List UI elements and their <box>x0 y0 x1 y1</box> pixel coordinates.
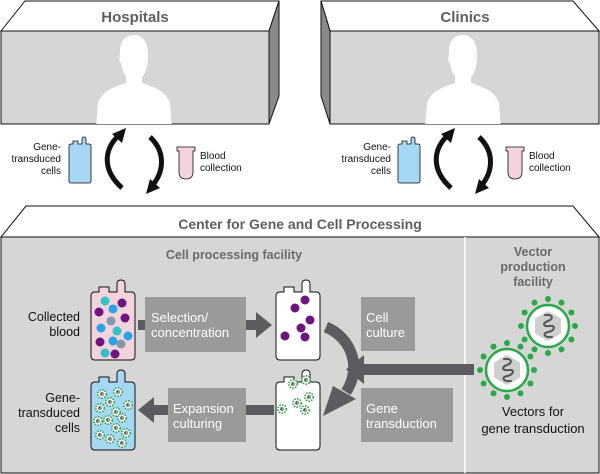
gene-transduced-cells-label-line3: cells <box>55 421 80 435</box>
blood-collection-label-line1: Blood <box>529 151 555 162</box>
gene-transduced-bottle-icon <box>90 369 136 451</box>
collected-blood-label-line2: blood <box>49 325 80 339</box>
blood-collection-label-line2: collection <box>529 163 571 174</box>
selection-label-line1: Selection/ <box>151 310 208 325</box>
cultured-cells-bottle-icon <box>275 279 321 361</box>
cycle-arrow-up-icon <box>433 134 453 190</box>
gene-transduced-label-line2: transduced <box>12 154 61 165</box>
collected-blood-label-line1: Collected <box>28 310 80 324</box>
blood-collection-label-line1: Blood <box>200 151 226 162</box>
selection-label-line2: concentration <box>151 325 229 340</box>
cell-culture-box: Cell culture <box>361 297 415 351</box>
gene-transduced-label-line1: Gene- <box>33 142 61 153</box>
hospitals-title: Hospitals <box>101 9 169 26</box>
culture-to-transduction-arrow-icon <box>323 321 360 416</box>
expansion-label-line2: culturing <box>173 416 222 431</box>
clinic-cycle: Gene- transduced cells Blood collection <box>342 128 571 194</box>
gene-transduction-box: Gene transduction <box>361 388 453 442</box>
vectors-label-line1: Vectors for <box>502 404 565 419</box>
transduced-cells-bottle-icon <box>275 369 321 451</box>
vector-facility-title-line2: production <box>500 260 565 274</box>
vectors-label-line2: gene transduction <box>481 421 584 436</box>
vector-facility-title-line3: facility <box>513 275 553 289</box>
gene-transduction-label-line1: Gene <box>366 401 398 416</box>
collected-blood-bottle-icon <box>90 279 136 361</box>
gene-transduced-cells-label-line2: transduced <box>18 406 80 420</box>
blood-tube-icon <box>505 146 525 180</box>
selection-concentration-box: Selection/ concentration <box>145 297 246 352</box>
cell-facility-title: Cell processing facility <box>166 248 302 262</box>
blood-tube-icon <box>176 146 196 180</box>
expansion-culturing-box: Expansion culturing <box>168 388 246 442</box>
center-title: Center for Gene and Cell Processing <box>178 216 422 232</box>
gene-transduced-label-line2: transduced <box>342 154 391 165</box>
clinics-title: Clinics <box>440 9 489 26</box>
cell-culture-label-line2: culture <box>366 325 405 340</box>
hospital-cycle: Gene- transduced cells Blood collection <box>12 128 242 194</box>
blue-bottle-icon <box>397 136 421 184</box>
vector-facility-title-line1: Vector <box>514 245 552 259</box>
gene-transduction-label-line2: transduction <box>366 416 437 431</box>
clinics-box: Clinics <box>320 0 600 125</box>
gene-transduced-label-line3: cells <box>41 166 61 177</box>
cycle-arrow-down-icon <box>148 135 164 188</box>
blood-collection-label-line2: collection <box>200 163 242 174</box>
gene-transduced-label-line3: cells <box>371 166 391 177</box>
expansion-label-line1: Expansion <box>173 401 234 416</box>
gene-transduced-label-line1: Gene- <box>363 142 391 153</box>
cycle-arrow-down-icon <box>477 135 493 188</box>
cell-culture-label-line1: Cell <box>366 310 389 325</box>
hospitals-box: Hospitals <box>0 0 280 125</box>
cycle-arrow-up-icon <box>104 134 124 190</box>
gene-transduced-cells-label-line1: Gene- <box>45 391 80 405</box>
blue-bottle-icon <box>68 136 92 184</box>
